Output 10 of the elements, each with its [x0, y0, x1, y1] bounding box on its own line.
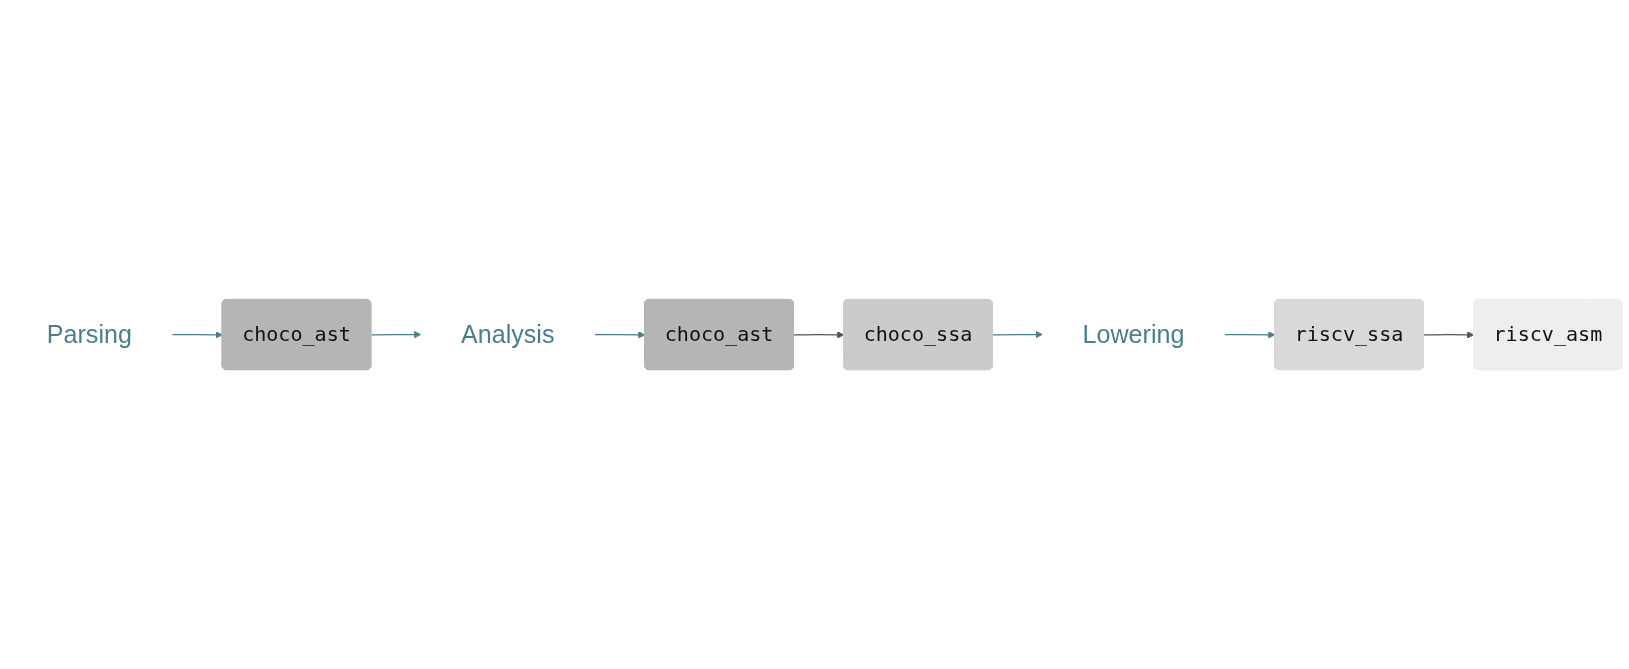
- node-text: Parsing: [46, 320, 132, 349]
- arrow: [1223, 331, 1276, 339]
- arrow: [370, 330, 422, 339]
- arrow: [992, 330, 1043, 339]
- node-text: Analysis: [461, 320, 555, 349]
- arrow: [1423, 331, 1475, 339]
- arrow: [593, 331, 646, 339]
- arrow: [171, 331, 223, 339]
- node-text: Lowering: [1082, 320, 1185, 349]
- arrow: [793, 331, 845, 339]
